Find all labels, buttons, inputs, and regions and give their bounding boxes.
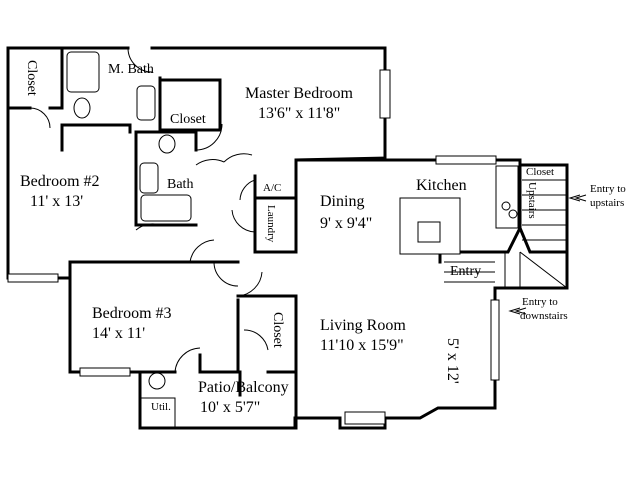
upstairs-label: Upstairs (526, 182, 538, 219)
toilet-icon (158, 134, 176, 154)
master-bedroom-size: 13'6" x 11'8" (258, 105, 340, 122)
entry-upstairs-label-line2: upstairs (590, 197, 624, 209)
bathtub-icon (66, 51, 100, 93)
master-closet-label: Closet (170, 112, 206, 127)
windows (7, 69, 500, 425)
doors (29, 47, 269, 373)
arrows (508, 194, 587, 315)
laundry-label: Laundry (265, 205, 277, 243)
sink-icon (139, 162, 159, 194)
master-bedroom-label: Master Bedroom (245, 85, 354, 102)
entry-downstairs-label-line2: downstairs (520, 310, 568, 322)
closet-mid-label: Closet (270, 312, 285, 348)
interior-walls (6, 46, 569, 430)
closet-ne-label: Closet (526, 166, 554, 178)
stairs (444, 179, 568, 289)
entry-label: Entry (450, 264, 481, 279)
bathtub-icon (140, 194, 192, 222)
fixtures (66, 51, 519, 428)
dining-size: 9' x 9'4" (320, 215, 372, 232)
water-heater-icon (148, 372, 166, 390)
bedroom2-label: Bedroom #2 (20, 173, 100, 190)
master-bath-label: M. Bath (108, 62, 154, 77)
sink-icon (417, 221, 441, 243)
ac-label: A/C (263, 182, 281, 194)
patio-size: 10' x 5'7" (200, 399, 260, 416)
stove-icon (501, 201, 511, 211)
living-room-size: 11'10 x 15'9" (320, 337, 404, 354)
bath-label: Bath (167, 177, 193, 192)
living-room-label: Living Room (320, 317, 406, 334)
bedroom3-label: Bedroom #3 (92, 305, 172, 322)
entry-upstairs-label-line1: Entry to (590, 183, 626, 195)
kitchen-label: Kitchen (416, 177, 467, 194)
stove-icon (508, 209, 518, 219)
nook-size: 5' x 12' (444, 338, 461, 384)
entry-downstairs-label-line1: Entry to (522, 296, 558, 308)
bedroom2-size: 11' x 13' (30, 193, 83, 210)
utility-label: Util. (151, 401, 171, 413)
dining-label: Dining (320, 193, 364, 210)
sink-icon (136, 85, 156, 121)
patio-label: Patio/Balcony (198, 379, 289, 396)
bedroom3-size: 14' x 11' (92, 325, 145, 342)
closet-nw-label: Closet (24, 60, 39, 96)
entry-annotations: Entry to upstairs Entry to downstairs (520, 183, 626, 322)
toilet-icon (73, 97, 91, 119)
room-labels: Closet M. Bath Closet Master Bedroom 13'… (20, 60, 554, 416)
counter (495, 165, 519, 229)
